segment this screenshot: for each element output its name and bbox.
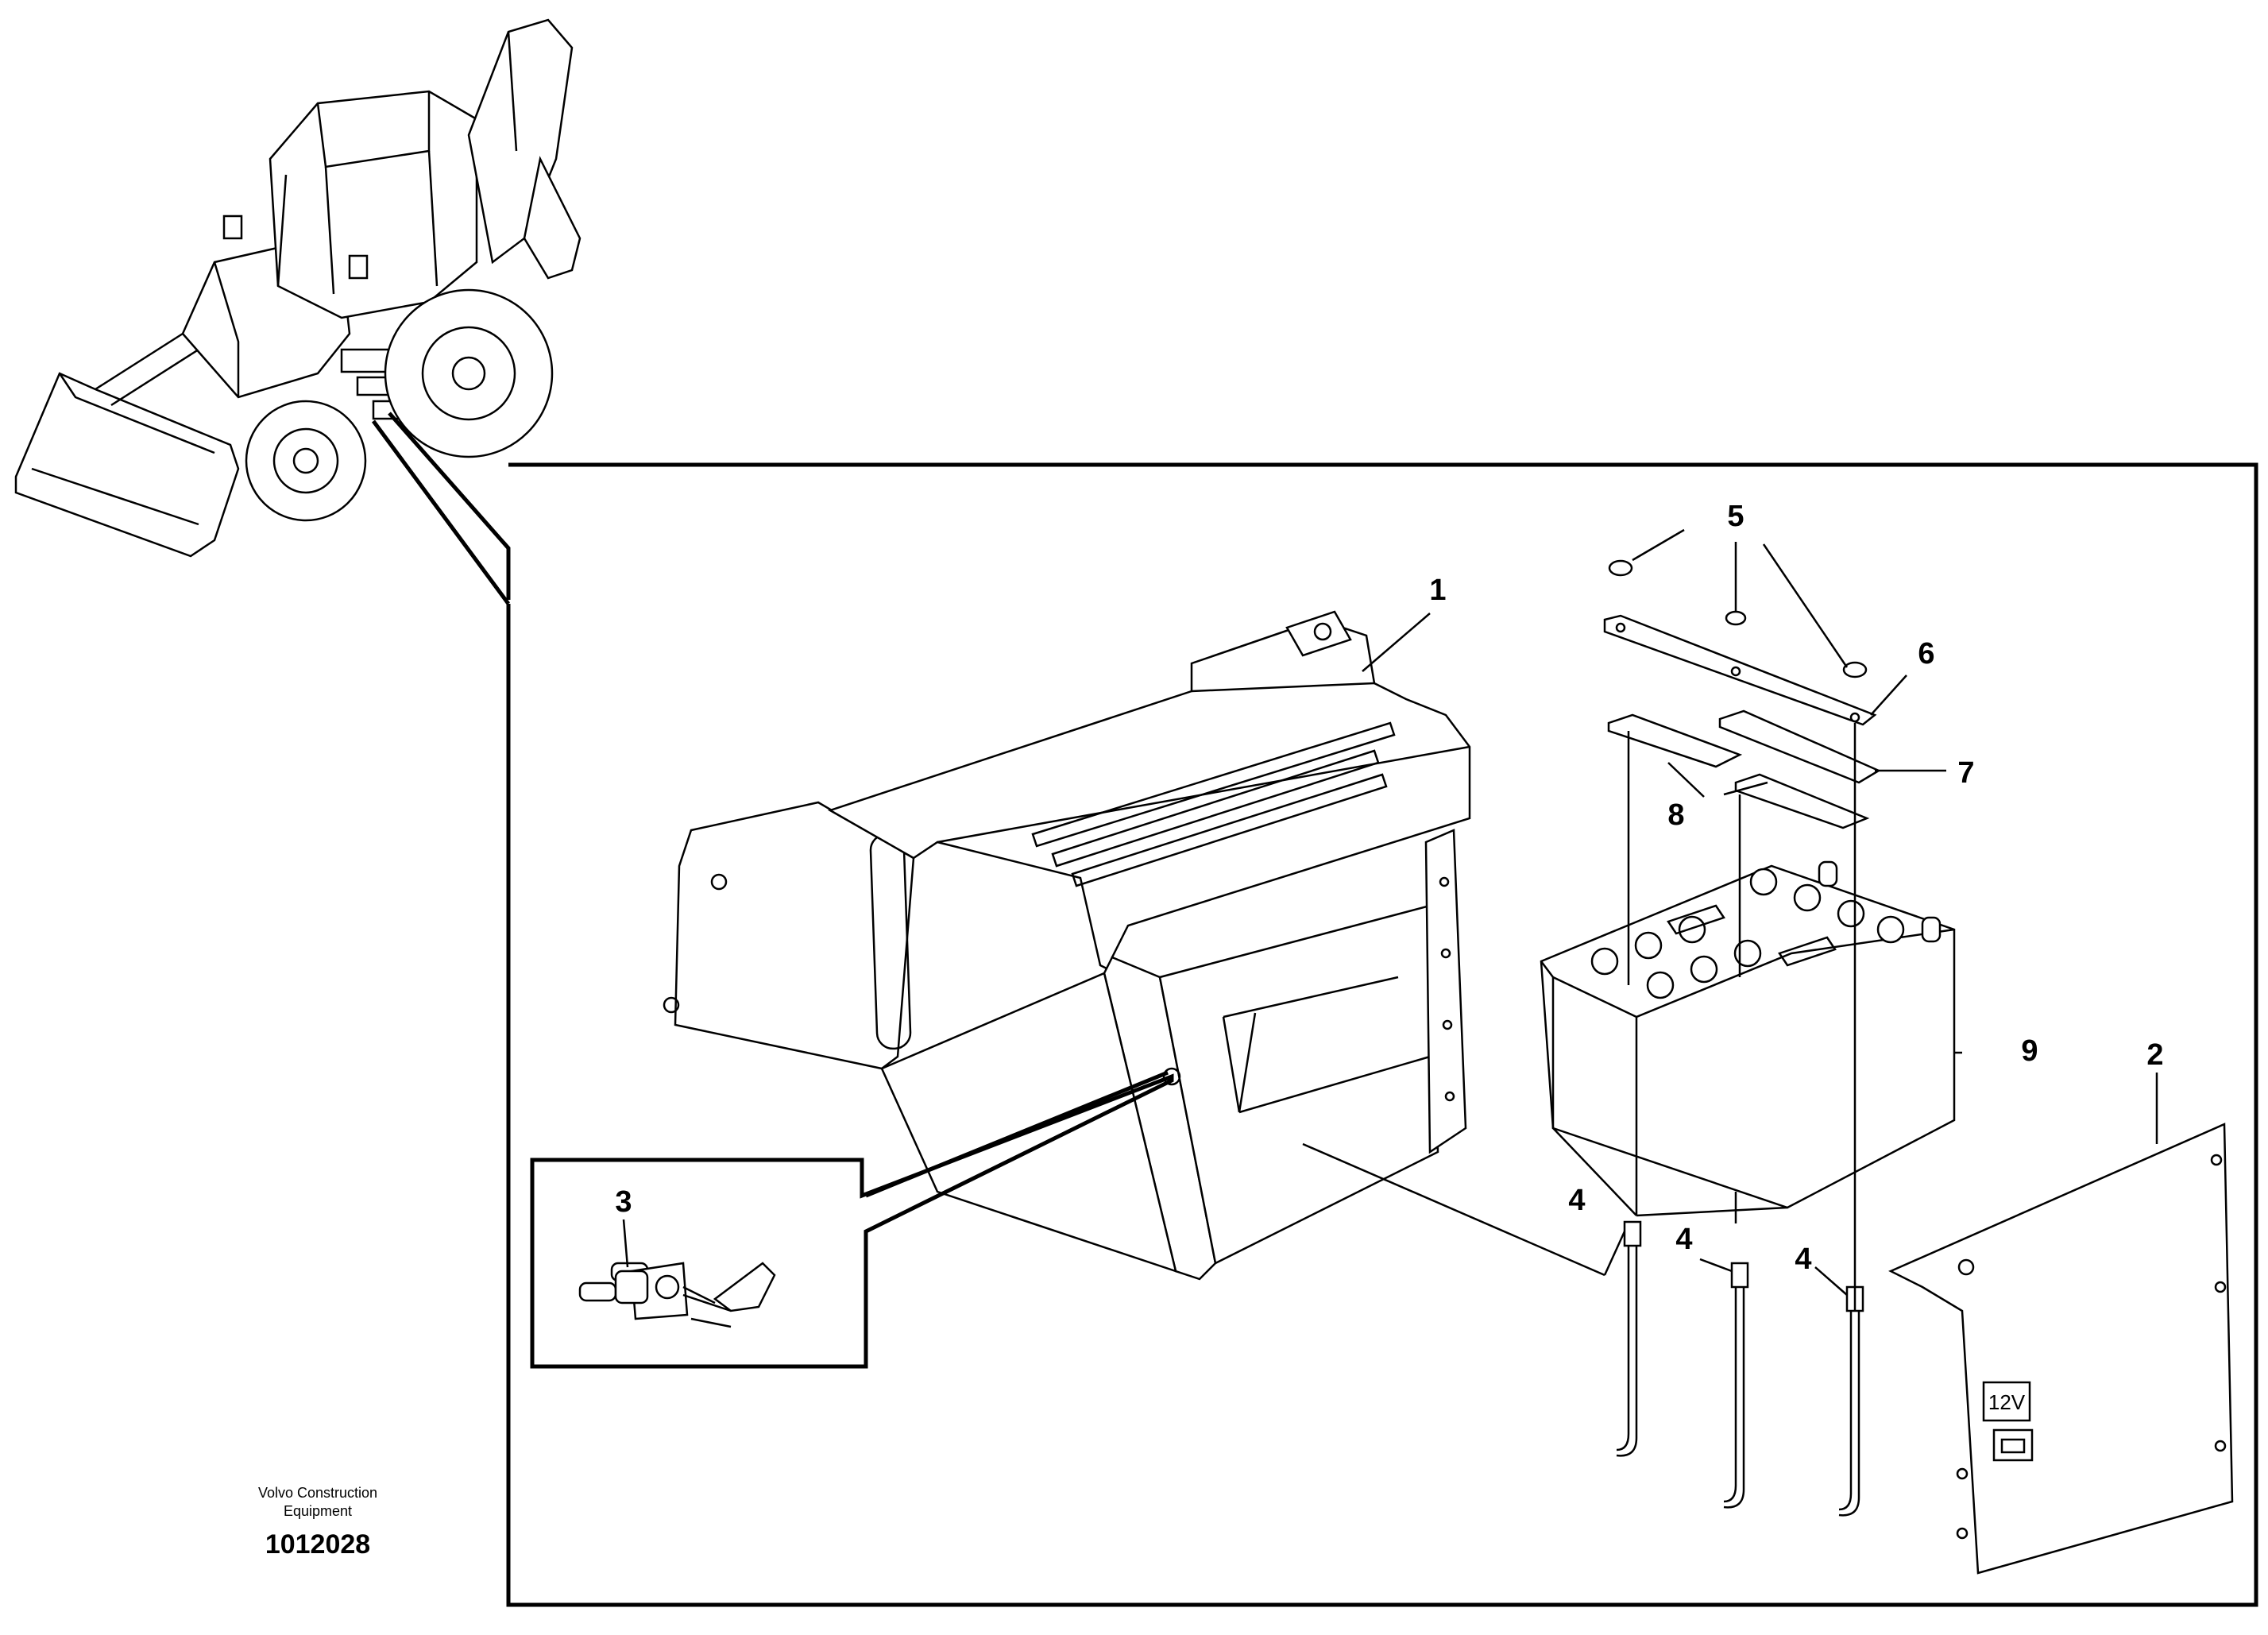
callout-1: 1 xyxy=(1429,574,1446,607)
battery xyxy=(1540,860,1956,1217)
hold-down-nuts xyxy=(1608,559,1868,678)
voltage-label-badge xyxy=(1982,1381,2031,1422)
callout-labels: 1 2 3 4 4 4 5 6 7 8 9 xyxy=(615,500,2163,1276)
rubber-pad-right xyxy=(1734,773,1870,829)
zoom-leader-line xyxy=(388,412,511,600)
callout-2: 2 xyxy=(2146,1038,2163,1072)
hold-down-j-bolts xyxy=(1616,723,1864,1517)
callout-6: 6 xyxy=(1918,637,1934,671)
company-name-line1: Volvo Construction xyxy=(258,1485,377,1501)
callout-7: 7 xyxy=(1957,756,1974,790)
battery-cover-panel: 12V xyxy=(1888,1123,2234,1575)
callout-3: 3 xyxy=(615,1185,632,1219)
callout-9: 9 xyxy=(2021,1034,2038,1068)
callout-4c: 4 xyxy=(1795,1243,1811,1276)
battery-symbol-icon xyxy=(2000,1438,2026,1454)
callout-5: 5 xyxy=(1727,500,1744,533)
voltage-label: 12V xyxy=(1988,1390,2026,1414)
leader-lines xyxy=(622,528,2158,1296)
callout-4b: 4 xyxy=(1675,1223,1692,1256)
upper-rubber-pad xyxy=(1718,709,1881,784)
rubber-pad-left xyxy=(1607,713,1743,768)
battery-isolator-switch xyxy=(578,1262,776,1328)
battery-warning-badge xyxy=(1992,1428,2034,1462)
detail-frame xyxy=(506,462,2258,1607)
callout-4a: 4 xyxy=(1568,1184,1585,1217)
zoom-leader-line-2 xyxy=(371,419,511,605)
drawing-number: 1012028 xyxy=(265,1529,370,1560)
footer-block: Volvo Construction Equipment 1012028 xyxy=(258,1485,377,1560)
backhoe-loader-illustration xyxy=(14,18,581,558)
company-name-line2: Equipment xyxy=(284,1503,352,1519)
switch-inset-frame xyxy=(530,1073,1174,1369)
switch-inset-leader xyxy=(865,1070,1169,1198)
battery-box xyxy=(663,610,1471,1281)
callout-8: 8 xyxy=(1667,798,1684,832)
